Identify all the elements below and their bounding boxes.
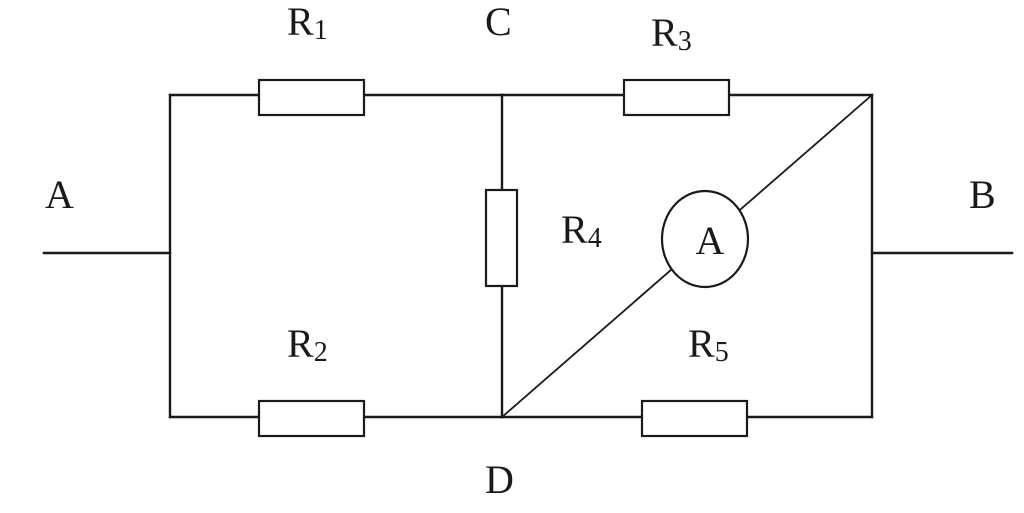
- node-label-b: B: [969, 172, 996, 217]
- resistor-r4: [484, 188, 519, 288]
- resistor-label-r1: R1: [287, 0, 328, 46]
- r2-letter: R: [287, 321, 314, 366]
- r5-subscript: 5: [715, 337, 729, 368]
- resistor-r5: [640, 399, 749, 438]
- node-label-a: A: [45, 172, 74, 217]
- r4-subscript: 4: [588, 223, 602, 254]
- resistor-r1: [257, 78, 366, 117]
- resistor-r2: [257, 399, 366, 438]
- resistor-label-r4: R4: [561, 207, 602, 254]
- r2-subscript: 2: [314, 337, 328, 368]
- ammeter: [660, 189, 750, 289]
- wires: [42, 93, 1014, 419]
- node-label-c: C: [485, 0, 512, 44]
- r3-letter: R: [651, 10, 678, 55]
- r3-subscript: 3: [678, 26, 692, 57]
- r1-letter: R: [287, 0, 314, 44]
- r1-subscript: 1: [314, 15, 328, 46]
- r4-letter: R: [561, 207, 588, 252]
- resistor-label-r5: R5: [688, 321, 729, 368]
- resistor-r3: [622, 78, 731, 117]
- ammeter-symbol: A: [696, 218, 725, 263]
- node-label-d: D: [485, 457, 514, 502]
- resistor-label-r2: R2: [287, 321, 328, 368]
- resistor-label-r3: R3: [651, 10, 692, 57]
- r5-letter: R: [688, 321, 715, 366]
